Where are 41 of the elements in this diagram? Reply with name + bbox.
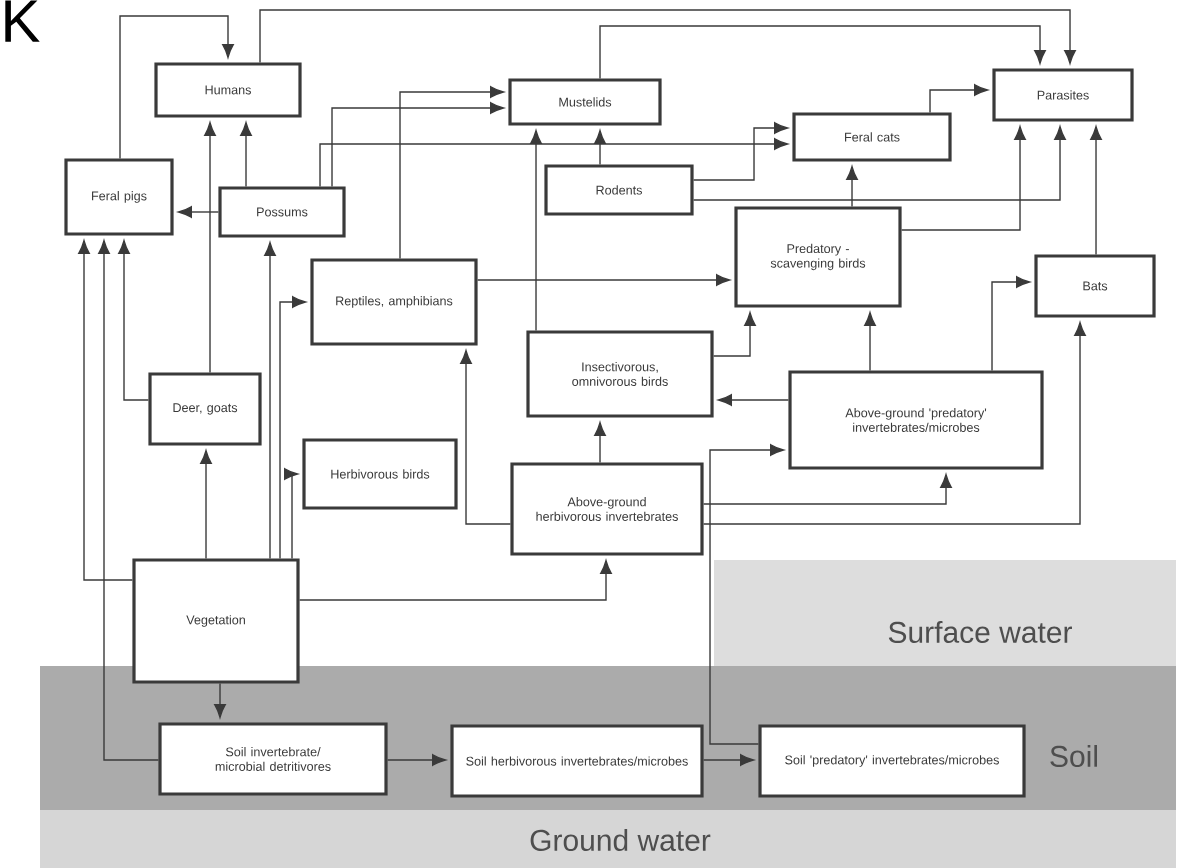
surface-water-band: Surface water [714,560,1176,666]
arrow [200,449,212,560]
arrow [599,25,1046,80]
arrow [692,125,1066,201]
arrow [78,239,134,581]
arrow [594,421,606,464]
arrow [692,122,789,181]
arrow [712,311,756,357]
arrow [718,394,790,406]
arrow [530,129,542,332]
arrow [929,84,989,114]
arrow [991,276,1031,372]
arrow [702,321,1086,525]
arrow [264,241,276,560]
arrow [846,165,858,208]
arrow [399,86,505,260]
arrow [594,129,606,166]
arrow [900,125,1026,231]
arrow [298,559,612,601]
arrow [178,206,220,218]
arrow [386,754,447,766]
arrow [98,239,160,761]
arrow [709,444,785,745]
arrow [240,121,252,188]
arrow [284,468,299,560]
arrow [118,239,150,401]
arrow [204,121,216,374]
panel-letter: K [5,0,40,42]
arrow [319,138,789,188]
arrow [214,682,226,719]
arrow [1090,125,1102,256]
arrow [460,350,512,525]
arrow [259,9,1076,64]
arrow [119,15,234,160]
arrow [864,311,876,372]
arrow [331,102,505,188]
arrow [702,754,755,766]
arrow [702,473,952,505]
arrow [476,274,731,286]
arrow [279,296,307,560]
ground-water-band: Ground water [40,810,1176,868]
